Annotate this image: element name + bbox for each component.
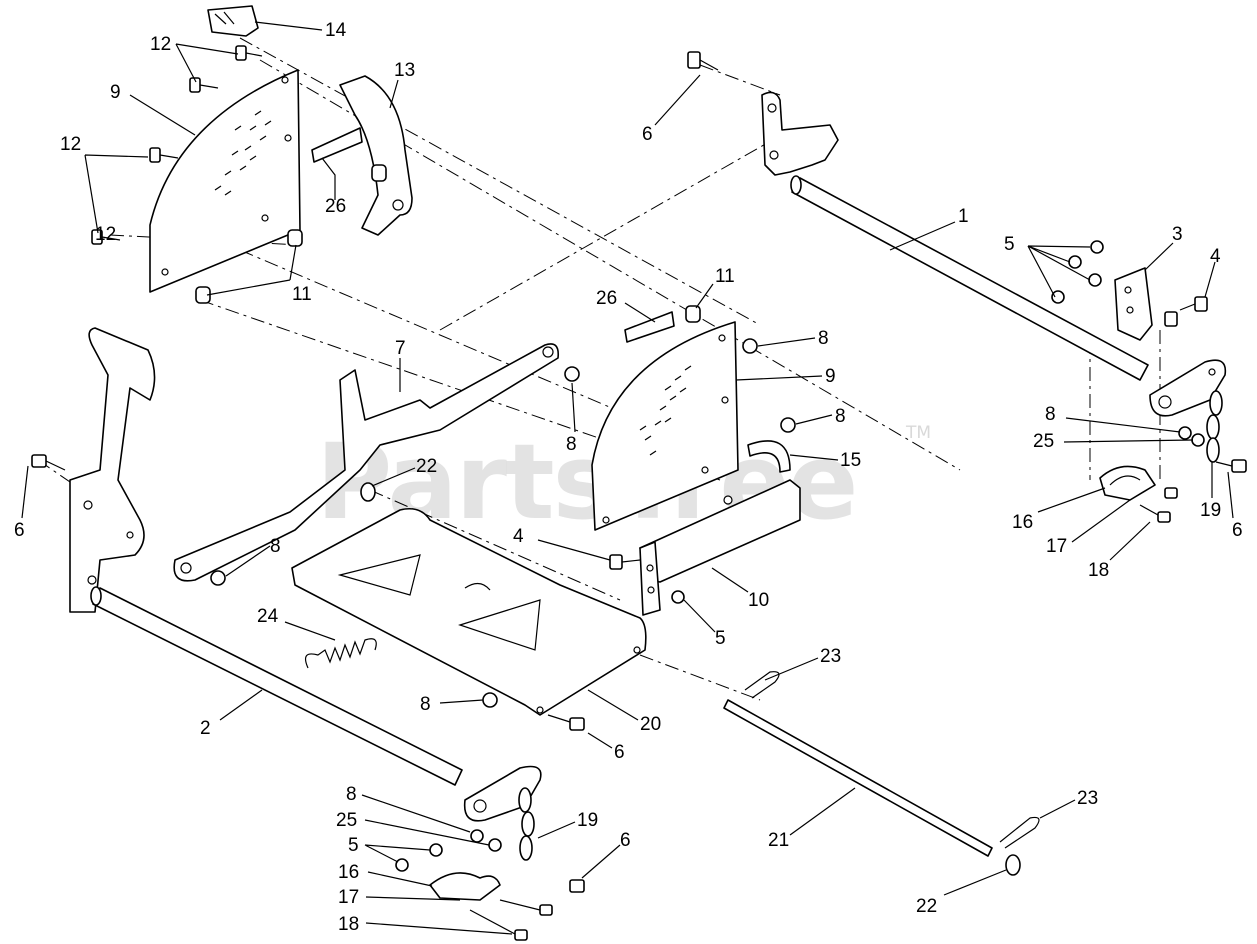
callout-8-g: 8 (346, 784, 357, 805)
part-12-bolts (91, 45, 263, 245)
callout-19-left: 19 (577, 810, 598, 831)
callout-24: 24 (257, 606, 279, 627)
callout-8-f: 8 (420, 694, 431, 715)
part-5-nut-center (671, 590, 685, 604)
callout-1: 1 (958, 206, 969, 227)
part-8-nuts (210, 338, 796, 708)
callout-7: 7 (395, 338, 406, 359)
right-clamp (1099, 465, 1178, 523)
part-20-plate (291, 507, 647, 716)
upper-bracket (761, 91, 839, 176)
callout-16-right: 16 (1012, 512, 1033, 533)
callout-6-right: 6 (1232, 520, 1243, 541)
part-13-handle (339, 75, 413, 236)
part-14-cap (207, 5, 259, 37)
callout-18-right: 18 (1088, 560, 1109, 581)
left-clamp (429, 872, 553, 941)
part-26-decals (311, 127, 675, 343)
callout-26-right: 26 (596, 288, 617, 309)
part-5-nuts-right (1051, 240, 1104, 304)
callout-15: 15 (840, 450, 861, 471)
callout-4-center: 4 (513, 526, 524, 547)
callout-21: 21 (768, 830, 789, 851)
plate-slots-right (639, 365, 692, 456)
callout-6-bottom: 6 (620, 830, 631, 851)
callout-6-top: 6 (642, 124, 653, 145)
part-22-washers (360, 482, 1021, 876)
part-11-spacers (195, 164, 701, 323)
callout-22-top: 22 (416, 456, 437, 477)
callout-10: 10 (748, 590, 769, 611)
part-10-channel (639, 479, 801, 616)
callout-9-right: 9 (825, 366, 836, 387)
callout-20: 20 (640, 714, 661, 735)
leader-lines (21, 21, 1234, 935)
callout-19-right: 19 (1200, 500, 1221, 521)
callout-9-left: 9 (110, 82, 121, 103)
part-23-pins (744, 671, 1040, 849)
callout-12-a: 12 (150, 34, 171, 55)
callout-16-left: 16 (338, 862, 359, 883)
part-19-chain-left (518, 787, 535, 861)
callouts: 14 12 12 9 13 26 11 6 1 5 3 4 11 26 8 7 … (14, 20, 1243, 935)
callout-26-left: 26 (325, 196, 346, 217)
callout-12-c: 12 (95, 224, 116, 245)
callout-5-right: 5 (1004, 234, 1015, 255)
left-washers (395, 829, 502, 872)
part-6-bolt-left (31, 454, 585, 893)
part-21-rod (723, 699, 993, 857)
callout-25-left: 25 (336, 810, 357, 831)
callout-8-c: 8 (835, 406, 846, 427)
part-2-left-frame (69, 327, 156, 613)
part-19-chain-right (1206, 390, 1223, 463)
right-washers (1178, 426, 1247, 473)
part-7-lift-arm (173, 343, 560, 582)
callout-17-right: 17 (1046, 536, 1067, 557)
part-9-right-plate (591, 321, 739, 531)
callout-8-e: 8 (270, 536, 281, 557)
part-24-spring (305, 638, 377, 669)
watermark-trademark: TM (905, 423, 931, 443)
callout-6-left: 6 (14, 520, 25, 541)
callout-6-center: 6 (614, 742, 625, 763)
callout-22-bottom: 22 (916, 896, 937, 917)
callout-11-left: 11 (292, 284, 312, 305)
part-3-bracket (1114, 267, 1153, 341)
callout-13: 13 (394, 60, 415, 81)
part-2-shaft-left (90, 586, 463, 786)
right-lever-arm (1149, 359, 1227, 417)
callout-23-bottom: 23 (1077, 788, 1098, 809)
callout-23-top: 23 (820, 646, 841, 667)
part-1-shaft-right (790, 175, 1149, 381)
callout-5-left: 5 (348, 835, 359, 856)
part-9-left-plate (149, 69, 301, 293)
callout-3: 3 (1172, 224, 1183, 245)
callout-5-center: 5 (715, 628, 726, 649)
callout-4-right: 4 (1210, 246, 1221, 267)
left-lever-arm (463, 765, 542, 822)
plate-slots (214, 110, 272, 196)
part-6-bolt-top (687, 51, 719, 71)
callout-14: 14 (325, 20, 347, 41)
callout-8-a: 8 (818, 328, 829, 349)
part-4-bolt-right (1164, 296, 1208, 327)
callout-8-d: 8 (1045, 404, 1056, 425)
callout-12-b: 12 (60, 134, 81, 155)
callout-18-left: 18 (338, 914, 359, 935)
callout-11-right: 11 (715, 266, 735, 287)
part-4-bolt-left (609, 554, 641, 570)
part-15-rod (747, 440, 791, 473)
callout-2: 2 (200, 718, 211, 739)
callout-17-left: 17 (338, 887, 359, 908)
callout-8-b: 8 (566, 434, 577, 455)
callout-25-right: 25 (1033, 431, 1054, 452)
